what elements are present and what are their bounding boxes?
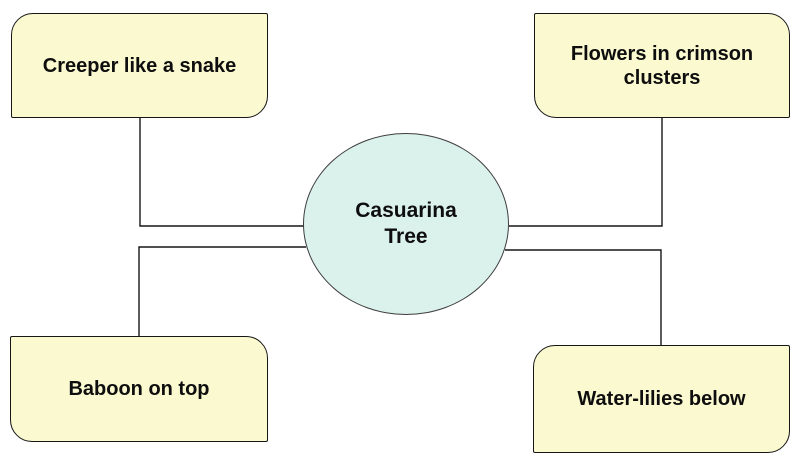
connector-top-left (139, 118, 304, 227)
node-creeper-like-a-snake: Creeper like a snake (11, 13, 268, 118)
node-baboon-on-top: Baboon on top (10, 336, 268, 442)
connector-top-right (509, 118, 663, 227)
node-label: Water-lilies below (577, 388, 746, 410)
connector-bottom-right (505, 249, 662, 345)
center-node-label: Casuarina Tree (355, 198, 457, 248)
node-flowers-in-crimson-clusters: Flowers in crimson clusters (534, 13, 790, 118)
node-label: Creeper like a snake (42, 54, 237, 77)
node-water-lilies-below: Water-lilies below (533, 345, 790, 453)
center-node-casuarina-tree: Casuarina Tree (303, 133, 509, 315)
connector-bottom-left (138, 246, 306, 336)
node-label: Baboon on top (68, 378, 210, 400)
node-label: Flowers in crimson clusters (570, 42, 754, 89)
